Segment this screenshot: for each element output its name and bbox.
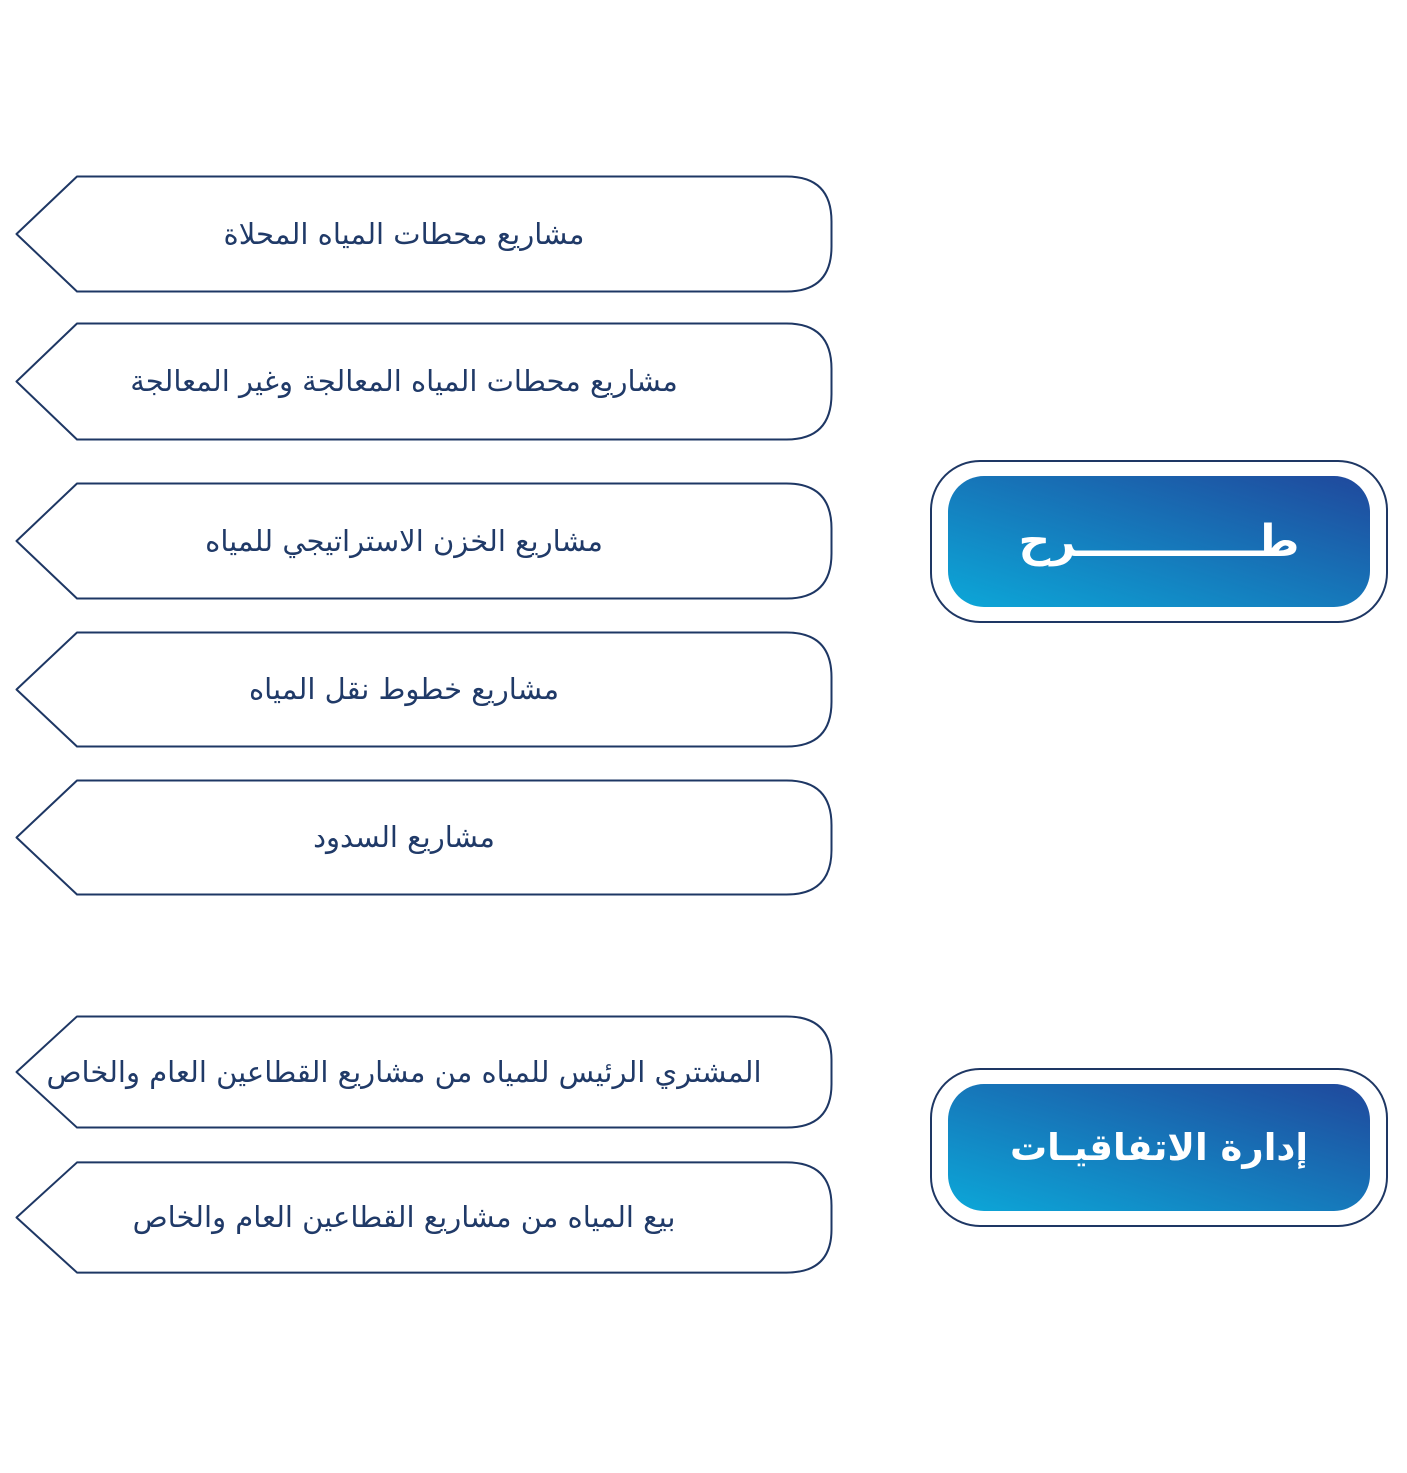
flow-item-strategic-water-storage: مشاريع الخزن الاستراتيجي للمياه <box>15 482 833 600</box>
arrow-chevron-shape <box>15 631 833 748</box>
flow-item-principal-water-buyer: المشتري الرئيس للمياه من مشاريع القطاعين… <box>15 1015 833 1129</box>
flow-item-label: مشاريع السدود <box>313 820 495 855</box>
agreements-management-button-label: إدارة الاتفاقيـات <box>1009 1126 1309 1169</box>
arrow-chevron-shape <box>15 322 833 441</box>
flow-item-water-sales: بيع المياه من مشاريع القطاعين العام والخ… <box>15 1161 833 1274</box>
arrow-chevron-shape <box>15 482 833 600</box>
tender-button-label: طــــــــــــرح <box>1018 515 1300 567</box>
flow-item-label: مشاريع محطات المياه المعالجة وغير المعال… <box>130 364 678 399</box>
flow-item-dams-projects: مشاريع السدود <box>15 779 833 896</box>
agreements-management-button[interactable]: إدارة الاتفاقيـات <box>930 1068 1388 1227</box>
tender-button-gradient: طــــــــــــرح <box>948 476 1370 607</box>
flow-item-label: بيع المياه من مشاريع القطاعين العام والخ… <box>132 1200 676 1235</box>
flow-item-label: مشاريع الخزن الاستراتيجي للمياه <box>205 523 603 558</box>
tender-button[interactable]: طــــــــــــرح <box>930 460 1388 623</box>
arrow-chevron-shape <box>15 175 833 293</box>
arrow-chevron-shape <box>15 1161 833 1274</box>
flow-item-treated-untreated-water-plants: مشاريع محطات المياه المعالجة وغير المعال… <box>15 322 833 441</box>
flow-item-label: المشتري الرئيس للمياه من مشاريع القطاعين… <box>46 1054 762 1089</box>
arrow-chevron-shape <box>15 1015 833 1129</box>
flow-item-water-transmission-lines: مشاريع خطوط نقل المياه <box>15 631 833 748</box>
flow-item-label: مشاريع محطات المياه المحلاة <box>223 216 585 251</box>
agreements-management-button-gradient: إدارة الاتفاقيـات <box>948 1084 1370 1211</box>
flow-item-label: مشاريع خطوط نقل المياه <box>248 672 560 707</box>
flow-item-desalinated-water-plants: مشاريع محطات المياه المحلاة <box>15 175 833 293</box>
arrow-chevron-shape <box>15 779 833 896</box>
